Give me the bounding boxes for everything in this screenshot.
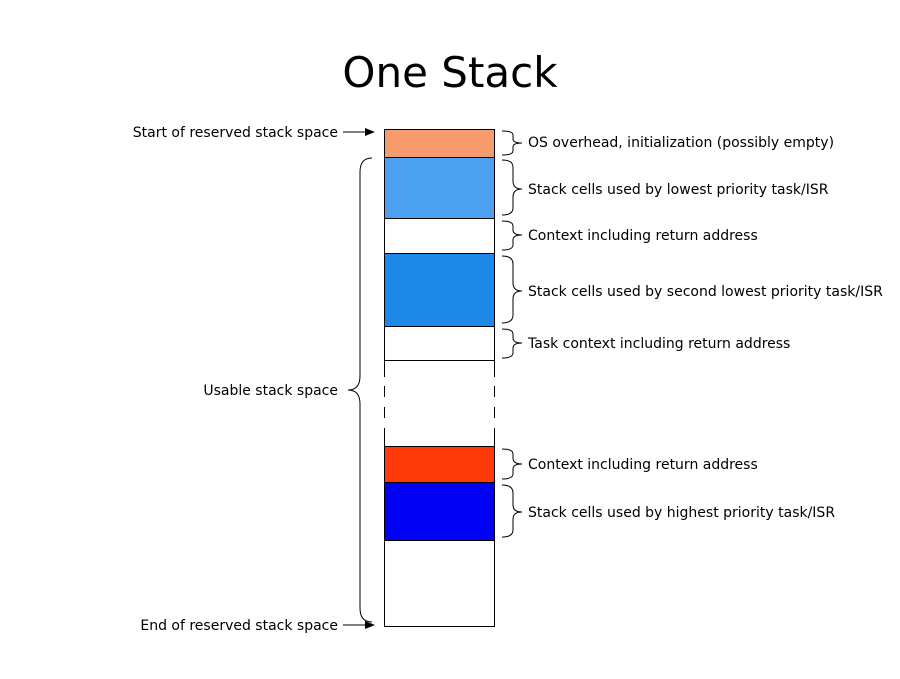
segment-context-2 [384, 446, 495, 482]
brace-highest-task [501, 484, 523, 538]
label-os-overhead: OS overhead, initialization (possibly em… [528, 135, 834, 151]
usable-brace [347, 157, 373, 623]
usable-label: Usable stack space [203, 383, 338, 399]
label-task-context: Task context including return address [527, 336, 790, 352]
start-label: Start of reserved stack space [133, 125, 338, 141]
segment-second-lowest-task [384, 253, 495, 326]
label-lowest-task: Stack cells used by lowest priority task… [528, 182, 829, 198]
brace-task-context [501, 328, 523, 359]
segment-os-overhead [384, 129, 495, 157]
brace-lowest-task [501, 159, 523, 216]
segment-context-1 [384, 218, 495, 253]
brace-context-2 [501, 448, 523, 480]
segment-task-context [384, 326, 495, 361]
label-context-2: Context including return address [528, 457, 758, 473]
slide-title: One Stack [342, 48, 558, 97]
end-label: End of reserved stack space [140, 618, 338, 634]
stack-outline [384, 129, 495, 627]
brace-second-lowest-task [501, 255, 523, 324]
segment-highest-task [384, 482, 495, 540]
brace-os-overhead [501, 130, 523, 156]
label-context-1: Context including return address [528, 228, 758, 244]
label-second-lowest-task: Stack cells used by second lowest priori… [528, 284, 883, 300]
label-highest-task: Stack cells used by highest priority tas… [528, 505, 835, 521]
segment-lowest-task [384, 157, 495, 218]
brace-context-1 [501, 220, 523, 251]
